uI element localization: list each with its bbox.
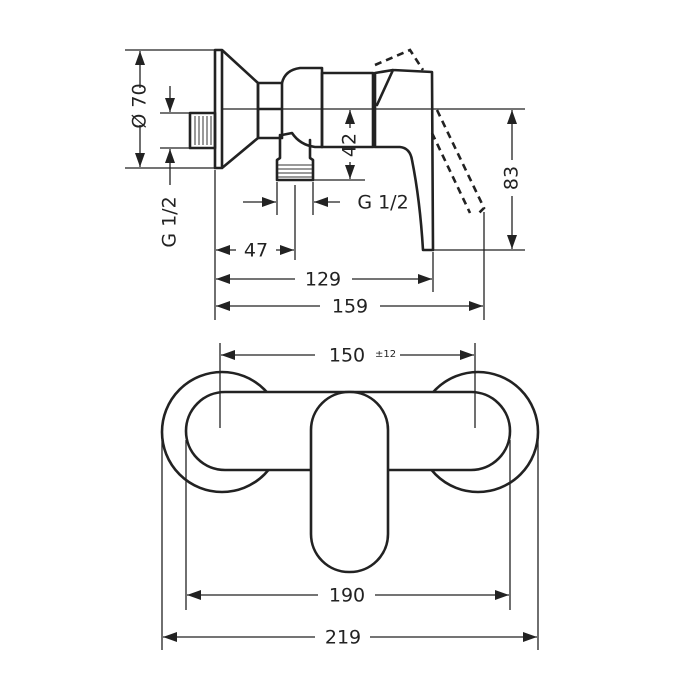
nut [256, 81, 284, 140]
dimension-diameter-70: Ø 70 [125, 49, 215, 169]
dimension-190: 190 [187, 585, 509, 607]
dimension-label: 83 [501, 166, 523, 190]
dimension-label: G 1/2 [357, 192, 408, 214]
outlet-thread [275, 133, 315, 182]
side-view: Ø 70 G 1/2 42 83 [125, 48, 525, 320]
dimension-label: 129 [305, 269, 341, 291]
dimension-150: 150 ±12 [219, 343, 476, 428]
dimension-label: Ø 70 [129, 83, 151, 128]
front-view: 150 ±12 190 219 [160, 343, 540, 650]
dimension-label: 42 [339, 133, 361, 157]
dimension-83: 83 [433, 110, 525, 251]
dimension-outlet-thread: G 1/2 [243, 182, 409, 215]
dimension-label: 150 [329, 345, 365, 367]
dimension-label: 190 [329, 585, 365, 607]
dimension-label: G 1/2 [159, 196, 181, 247]
dimension-label: 219 [325, 627, 361, 649]
dimension-47: 47 [216, 240, 294, 262]
lever-open-position [374, 48, 486, 215]
inlet-thread [188, 111, 217, 150]
dimension-label: 159 [332, 296, 368, 318]
body-connector [280, 66, 324, 149]
dimension-129: 129 [216, 269, 432, 291]
dimension-219: 219 [163, 627, 537, 649]
dimension-label: 47 [244, 240, 268, 262]
dimension-tolerance: ±12 [375, 349, 396, 360]
lever [373, 68, 435, 252]
dimension-159: 159 [216, 296, 483, 318]
body [320, 71, 375, 149]
dimension-inlet-thread: G 1/2 [159, 86, 190, 248]
lever-handle [309, 390, 390, 574]
dimension-42: 42 [313, 110, 365, 181]
